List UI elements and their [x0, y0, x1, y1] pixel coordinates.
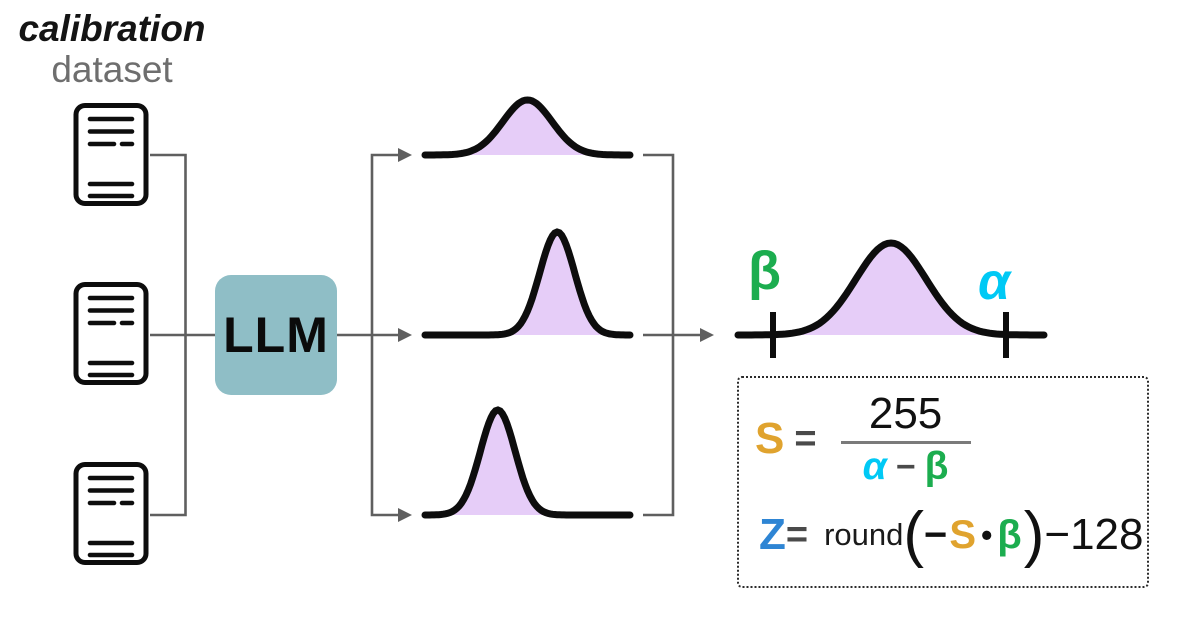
distribution-fill — [738, 243, 1044, 335]
denominator: α − β — [863, 447, 949, 486]
dataset-text: dataset — [51, 49, 173, 91]
distribution-outline — [734, 239, 1048, 339]
beta-label: β — [748, 241, 781, 301]
arrow-right-icon — [398, 508, 412, 522]
fraction: 255 α − β — [840, 389, 971, 486]
llm-label: LLM — [223, 307, 329, 363]
numerator-255: 255 — [868, 389, 943, 438]
document-icon — [73, 462, 149, 565]
calibration-dataset-title: calibration dataset — [12, 8, 212, 91]
arrow-right-icon — [700, 328, 714, 342]
equals-sign: = — [785, 513, 809, 556]
alpha-label: α — [978, 253, 1011, 311]
branch-line — [370, 153, 399, 517]
scale-symbol: S — [949, 512, 977, 557]
merged-distribution-curve — [734, 239, 1048, 358]
document-icon — [73, 282, 149, 385]
zero-point-formula: Z = round ( − S • β ) −128 — [759, 500, 1144, 569]
scale-symbol: S — [755, 414, 785, 463]
arrow-right-icon — [398, 148, 412, 162]
llm-box: LLM — [215, 275, 337, 395]
alpha-symbol: α — [862, 445, 887, 488]
minus-128: −128 — [1044, 510, 1144, 559]
quantization-formula-box: S = 255 α − β Z = round ( − S • β ) −128 — [737, 376, 1149, 588]
multiply-dot: • — [981, 516, 993, 553]
distribution-curve-bottom — [421, 406, 634, 519]
document-text-lines — [87, 475, 135, 558]
minus-sign: − — [895, 447, 916, 486]
distribution-curve-top — [421, 96, 634, 159]
beta-symbol: β — [997, 512, 1022, 557]
calibration-text: calibration — [18, 8, 206, 49]
distribution-fill — [425, 410, 630, 515]
distribution-fill — [425, 100, 630, 155]
distribution-outline — [421, 96, 634, 159]
document-text-lines — [87, 116, 135, 199]
distribution-curve-middle — [421, 228, 634, 339]
zero-point-symbol: Z — [759, 510, 786, 559]
document-icon — [73, 103, 149, 206]
fraction-bar — [840, 441, 971, 444]
arrow-right-icon — [398, 328, 412, 342]
distribution-outline — [421, 228, 634, 339]
minus-sign: − — [924, 512, 948, 557]
document-text-lines — [87, 295, 135, 378]
scale-formula: S = 255 α − β — [755, 392, 971, 486]
distribution-fill — [425, 232, 630, 335]
equals-sign: = — [794, 417, 817, 460]
distribution-outline — [421, 406, 634, 519]
beta-symbol: β — [924, 445, 949, 488]
round-function: round — [824, 517, 904, 552]
